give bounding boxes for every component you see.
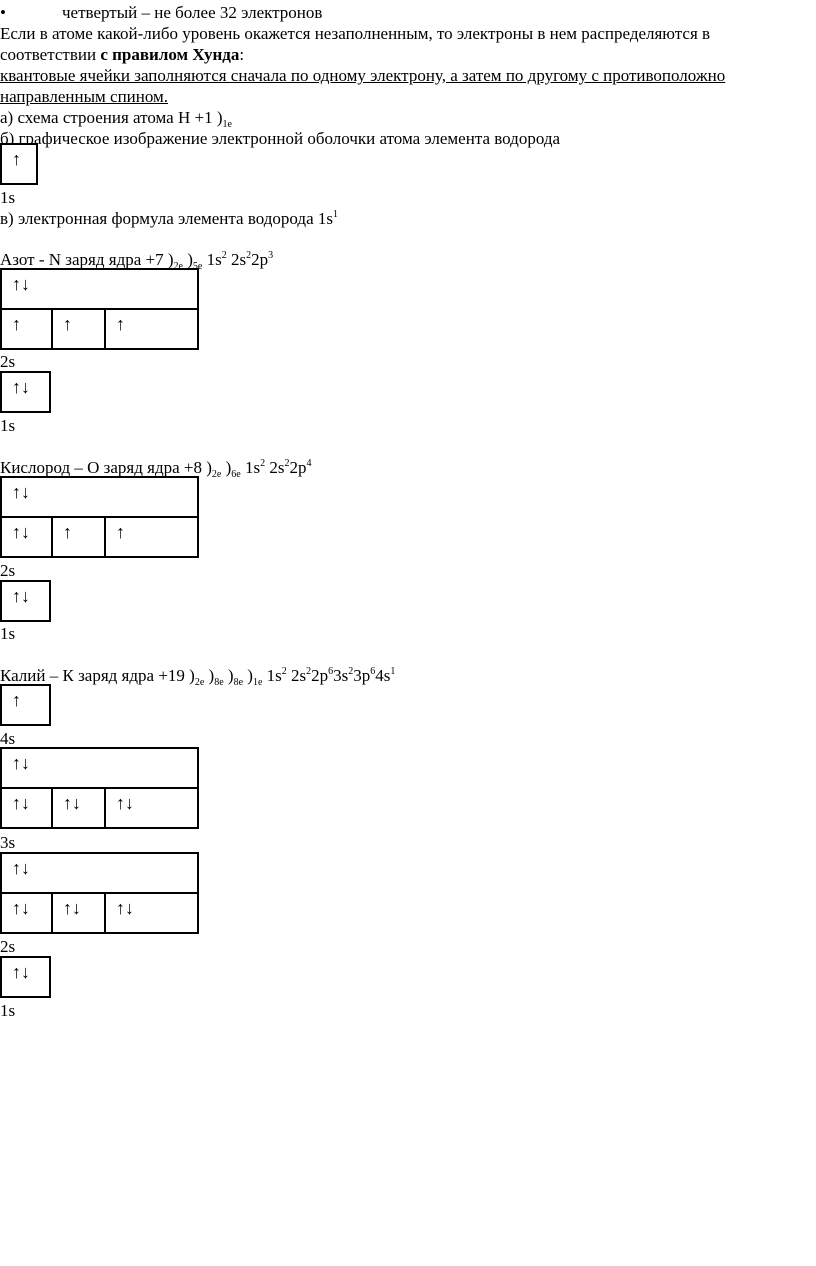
- formula-text: в) электронная формула элемента водорода…: [0, 209, 333, 228]
- subscript: 8е: [233, 677, 244, 688]
- rule-line: квантовые ячейки заполняются сначала по …: [0, 66, 726, 85]
- subscript: 5е: [192, 261, 203, 272]
- superscript: 2: [246, 250, 252, 261]
- subscript: 8е: [214, 677, 224, 688]
- rule-line: направленным спином.: [0, 87, 169, 106]
- paragraph-text: соответствии: [0, 45, 101, 64]
- orbital-cell-o-2p: ↑↓: [0, 516, 53, 558]
- nitrogen-heading: Азот - N заряд ядра +7 )2е )5е 1s2 2s22p…: [0, 249, 274, 272]
- superscript: 2: [284, 458, 290, 469]
- formula-text: 3s: [333, 666, 349, 685]
- superscript: 6: [328, 666, 334, 677]
- orbital-cell-n-2p: ↑: [0, 308, 53, 350]
- orbital-cell-o-2p: ↑: [104, 516, 199, 558]
- superscript: 6: [370, 666, 376, 677]
- heading-text: Калий – К заряд ядра +19 ): [0, 666, 195, 685]
- superscript: 1: [332, 209, 338, 220]
- superscript: 3: [268, 250, 274, 261]
- orbital-cell-k-2p: ↑↓: [104, 892, 199, 934]
- formula-text: 1s: [202, 250, 222, 269]
- orbital-label: 1s: [0, 624, 16, 643]
- orbital-cell-k-3p: ↑↓: [104, 787, 199, 829]
- scheme-text: а) схема строения атома Н +1 ): [0, 108, 223, 127]
- superscript: 2: [260, 458, 266, 469]
- bullet-icon: •: [0, 3, 6, 22]
- hydrogen-graph-title: б) графическое изображение электронной о…: [0, 129, 561, 148]
- orbital-label: 1s: [0, 1001, 16, 1020]
- orbital-cell-k-1s: ↑↓: [0, 956, 51, 998]
- bullet-item: • четвертый – не более 32 электронов: [0, 2, 322, 23]
- formula-text: 2s: [265, 458, 285, 477]
- orbital-cell-o-2s: ↑↓: [0, 476, 199, 518]
- superscript: 2: [281, 666, 287, 677]
- formula-text: 1s: [262, 666, 282, 685]
- paragraph-line: Если в атоме какой-либо уровень окажется…: [0, 24, 711, 43]
- orbital-cell-k-4s: ↑: [0, 684, 51, 726]
- formula-text: 2s: [226, 250, 247, 269]
- subscript: 1е: [222, 119, 232, 130]
- orbital-cell-k-2p: ↑↓: [51, 892, 106, 934]
- heading-text: ): [182, 250, 193, 269]
- orbital-cell-o-1s: ↑↓: [0, 580, 51, 622]
- orbital-label: 2s: [0, 561, 16, 580]
- superscript: 4: [306, 458, 312, 469]
- orbital-label: 4s: [0, 729, 16, 748]
- orbital-cell-k-3s: ↑↓: [0, 747, 199, 789]
- superscript: 2: [221, 250, 227, 261]
- orbital-cell-n-2p: ↑: [104, 308, 199, 350]
- subscript: 2е: [211, 469, 222, 480]
- orbital-label: 2s: [0, 937, 16, 956]
- subscript: 1е: [252, 677, 263, 688]
- orbital-label: 3s: [0, 833, 16, 852]
- orbital-label: 1s: [0, 188, 16, 207]
- superscript: 2: [348, 666, 354, 677]
- heading-text: ): [221, 458, 232, 477]
- formula-text: 1s: [240, 458, 261, 477]
- bullet-text: четвертый – не более 32 электронов: [62, 3, 323, 22]
- hund-rule-bold: с правилом Хунда: [100, 45, 240, 64]
- superscript: 1: [390, 666, 396, 677]
- superscript: 2: [306, 666, 312, 677]
- formula-text: 2p: [289, 458, 307, 477]
- heading-text: ): [223, 666, 234, 685]
- hydrogen-formula: в) электронная формула элемента водорода…: [0, 208, 338, 229]
- heading-text: ): [243, 666, 253, 685]
- subscript: 2е: [194, 677, 205, 688]
- paragraph-text: :: [239, 45, 245, 64]
- orbital-cell-k-2p: ↑↓: [0, 892, 53, 934]
- formula-text: 2p: [311, 666, 329, 685]
- orbital-label: 2s: [0, 352, 16, 371]
- formula-text: 2p: [251, 250, 269, 269]
- formula-text: 3p: [353, 666, 371, 685]
- orbital-cell-n-2s: ↑↓: [0, 268, 199, 310]
- potassium-heading: Калий – К заряд ядра +19 )2е )8е )8е )1е…: [0, 665, 396, 688]
- formula-text: 4s: [375, 666, 391, 685]
- heading-text: ): [204, 666, 215, 685]
- subscript: 6е: [231, 469, 241, 480]
- paragraph-line: соответствии с правилом Хунда:: [0, 44, 244, 65]
- orbital-cell-k-3p: ↑↓: [51, 787, 106, 829]
- orbital-cell-n-1s: ↑↓: [0, 371, 51, 413]
- orbital-cell-k-3p: ↑↓: [0, 787, 53, 829]
- heading-text: Азот - N заряд ядра +7 ): [0, 250, 174, 269]
- subscript: 2е: [173, 261, 183, 272]
- orbital-cell-n-2p: ↑: [51, 308, 106, 350]
- heading-text: Кислород – О заряд ядра +8 ): [0, 458, 212, 477]
- orbital-cell-o-2p: ↑: [51, 516, 106, 558]
- orbital-cell-k-2s: ↑↓: [0, 852, 199, 894]
- orbital-label: 1s: [0, 416, 16, 435]
- hydrogen-scheme: а) схема строения атома Н +1 )1е: [0, 107, 232, 130]
- oxygen-heading: Кислород – О заряд ядра +8 )2е )6е 1s2 2…: [0, 457, 312, 480]
- orbital-cell-h-1s: ↑: [0, 143, 38, 185]
- formula-text: 2s: [286, 666, 307, 685]
